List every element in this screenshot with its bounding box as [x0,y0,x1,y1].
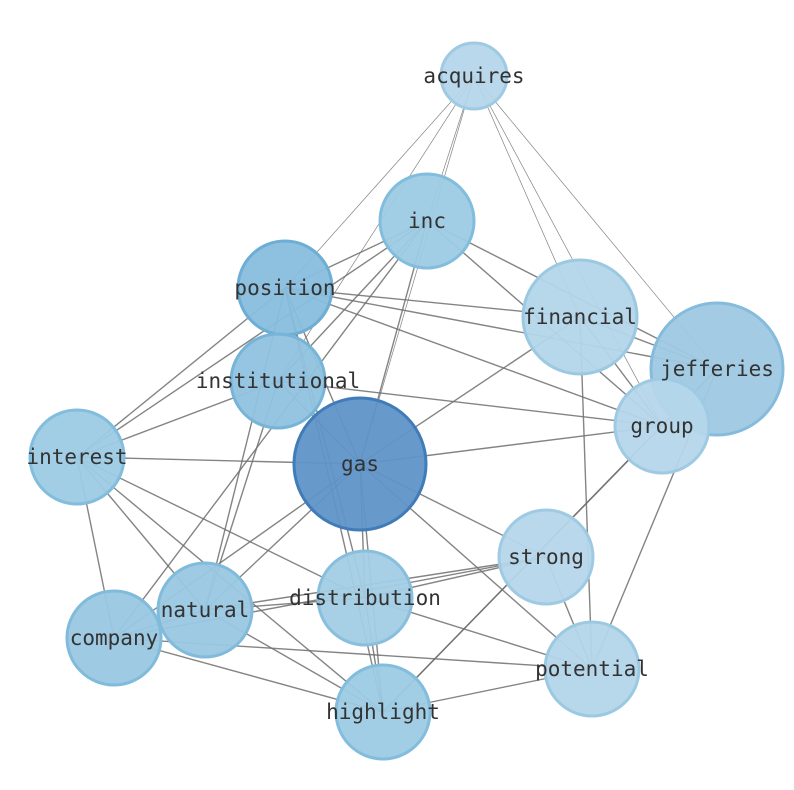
node-strong[interactable] [497,508,595,606]
node-label-interest: interest [26,445,127,469]
node-layer [28,41,785,761]
edge-acquires-group [473,75,663,427]
node-label-potential: potential [535,657,649,681]
node-label-institutional: institutional [196,369,360,393]
node-acquires[interactable] [439,41,509,111]
node-label-natural: natural [161,598,250,622]
node-institutional[interactable] [229,332,327,430]
node-highlight[interactable] [334,663,432,761]
node-label-jefferies: jefferies [660,357,774,381]
node-potential[interactable] [543,620,641,718]
node-label-strong: strong [508,545,584,569]
node-label-group: group [630,414,693,438]
edge-financial-potential [579,316,593,670]
edge-inc-company [113,220,428,639]
label-layer: acquires inc position financial jefferies ins… [26,64,773,724]
edge-acquires-institutional [277,75,475,382]
edge-inc-interest [76,220,428,458]
node-label-position: position [234,276,335,300]
edge-position-group [284,287,663,427]
node-gas[interactable] [292,396,428,532]
node-inc[interactable] [378,172,476,270]
node-distribution[interactable] [316,549,414,647]
node-label-acquires: acquires [423,64,524,88]
node-label-highlight: highlight [326,700,440,724]
node-interest[interactable] [28,408,126,506]
node-group[interactable] [613,377,711,475]
edge-position-jefferies [284,287,718,370]
node-label-distribution: distribution [289,586,441,610]
edge-institutional-group [277,380,663,427]
edge-interest-distribution [76,456,366,599]
node-company[interactable] [65,589,163,687]
node-label-company: company [70,626,159,650]
node-label-financial: financial [523,305,637,329]
node-label-gas: gas [341,452,379,476]
node-label-inc: inc [408,209,446,233]
node-financial[interactable] [521,258,639,376]
node-natural[interactable] [156,561,254,659]
